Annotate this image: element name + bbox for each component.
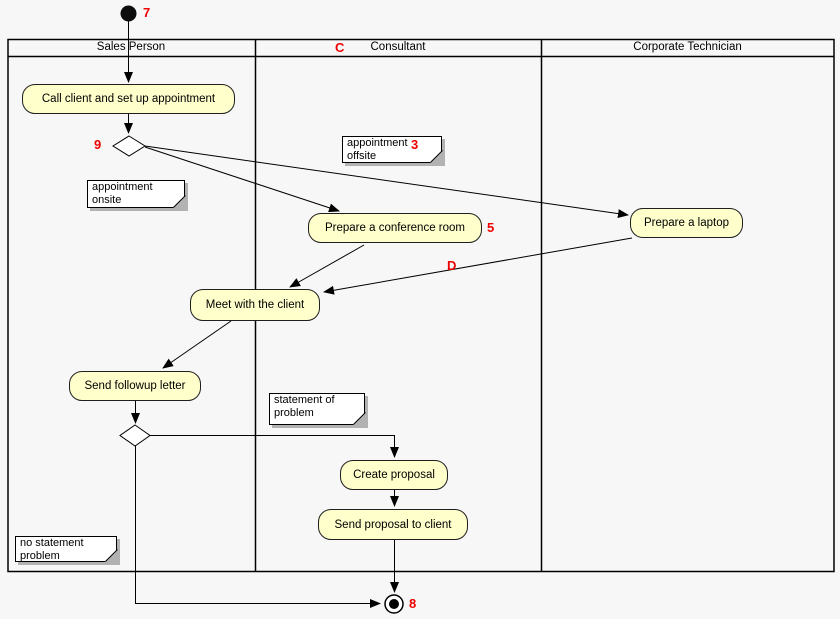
- note-no-statement-problem[interactable]: no statement problem: [15, 536, 120, 565]
- lane-header-sales-person[interactable]: Sales Person: [96, 41, 166, 53]
- note-text: appointment offsite: [342, 136, 442, 163]
- activity-meet-client[interactable]: Meet with the client: [190, 289, 320, 321]
- edge-laptop-to-meet: [323, 237, 633, 295]
- note-statement-of-problem[interactable]: statement of problem: [269, 393, 368, 428]
- annotation-3: 3: [411, 137, 419, 152]
- annotation-5: 5: [487, 220, 495, 235]
- note-text: statement of problem: [269, 393, 365, 425]
- activity-send-proposal[interactable]: Send proposal to client: [318, 509, 468, 540]
- activity-call-client[interactable]: Call client and set up appointment: [22, 84, 235, 114]
- annotation-c: C: [335, 40, 345, 55]
- annotation-7: 7: [143, 5, 151, 20]
- note-text: no statement problem: [15, 536, 117, 562]
- lane-header-consultant[interactable]: Consultant: [370, 41, 426, 53]
- edge-meet-to-followup: [162, 320, 232, 369]
- edge-decision1-to-laptop: [144, 145, 629, 219]
- annotation-9: 9: [94, 137, 102, 152]
- activity-prepare-conference-room[interactable]: Prepare a conference room: [308, 213, 482, 243]
- lane-header-corporate-technician[interactable]: Corporate Technician: [633, 41, 742, 53]
- initial-node[interactable]: [120, 5, 137, 22]
- annotation-8: 8: [409, 596, 417, 611]
- decision-node-2[interactable]: [119, 424, 151, 447]
- edge-decision1-to-conference: [144, 146, 340, 213]
- annotation-d: D: [447, 258, 457, 273]
- note-appointment-offsite[interactable]: appointment offsite: [342, 136, 445, 166]
- edge-decision2-to-create: [150, 435, 399, 458]
- activity-prepare-laptop[interactable]: Prepare a laptop: [630, 208, 743, 238]
- decision-node-1[interactable]: [112, 135, 146, 157]
- edge-conference-to-meet: [289, 244, 365, 288]
- activity-create-proposal[interactable]: Create proposal: [340, 460, 448, 490]
- edge-decision2-to-end: [135, 446, 381, 608]
- note-text: appointment onsite: [87, 180, 185, 208]
- note-appointment-onsite[interactable]: appointment onsite: [87, 180, 188, 211]
- final-node-core: [389, 599, 399, 609]
- activity-send-followup-letter[interactable]: Send followup letter: [69, 371, 201, 401]
- swimlane-border: [7, 38, 835, 573]
